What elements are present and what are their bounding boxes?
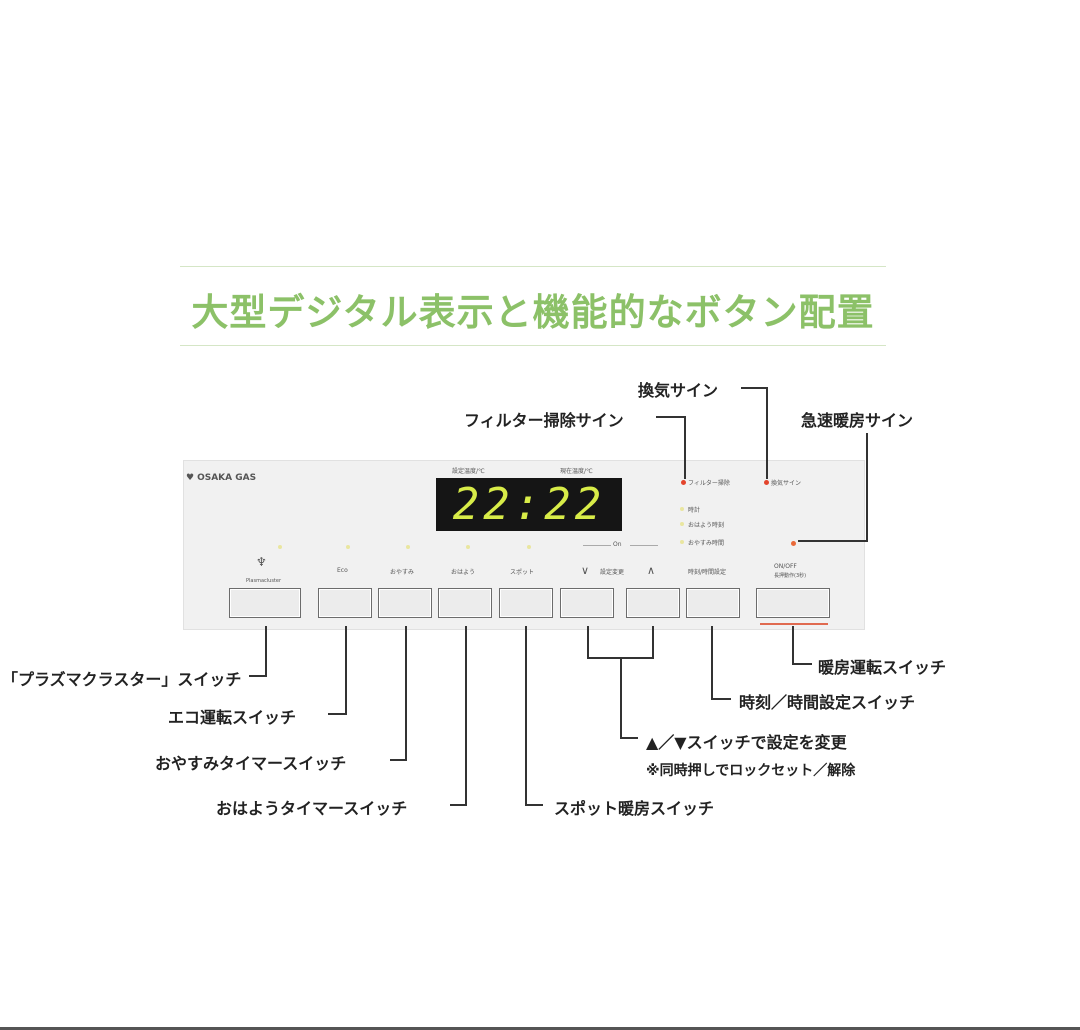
leader-updown-v [620, 657, 622, 739]
heart-icon: ♥ [186, 473, 195, 483]
set-temp-label: 設定温度/℃ [452, 468, 485, 475]
leader-spot-v [525, 626, 527, 806]
plasma-icon: ♆ [256, 555, 267, 569]
leader-ohayou-h [450, 804, 467, 806]
filter-indicator-label: フィルター掃除 [688, 480, 730, 487]
brand-logo: ♥OSAKA GAS [186, 473, 256, 483]
clock-led [680, 507, 684, 511]
ohayou-led [680, 522, 684, 526]
callout-eco: エコ運転スイッチ [168, 708, 297, 727]
leader-ohayou-v [465, 626, 467, 806]
callout-rapid-heating-sign: 急速暖房サイン [801, 411, 914, 430]
leader-rapid-v [866, 433, 868, 542]
leader-spot-h [525, 804, 543, 806]
title-rule-bottom [180, 345, 886, 346]
plasma-button-label: Plasmacluster [246, 578, 282, 584]
leader-rapid-h [798, 540, 868, 542]
eco-button-label: Eco [337, 567, 348, 574]
callout-filter-sign: フィルター掃除サイン [464, 411, 624, 430]
callout-ohayou-timer: おはようタイマースイッチ [216, 799, 408, 818]
leader-clock-h [711, 698, 731, 700]
filter-led [681, 480, 686, 485]
on-label: On [613, 541, 622, 548]
digital-display: 22:22 [436, 478, 622, 531]
brand-name: OSAKA GAS [197, 473, 257, 483]
setting-change-label: 設定変更 [600, 569, 625, 576]
oyasumi-button[interactable] [378, 588, 432, 618]
eco-button[interactable] [318, 588, 372, 618]
page-title: 大型デジタル表示と機能的なボタン配置 [191, 291, 875, 334]
leader-filter-v [684, 416, 686, 479]
callout-plasmacluster: 「プラズマクラスター」スイッチ [2, 670, 242, 689]
spot-led [527, 545, 531, 549]
chevron-down-icon: ∨ [581, 564, 590, 577]
callout-ventilation-sign: 換気サイン [638, 381, 719, 400]
leader-updown-h2 [620, 737, 638, 739]
on-rule-right [630, 545, 658, 546]
leader-heating-v [792, 626, 794, 665]
leader-up-v [652, 626, 654, 659]
leader-filter-h [656, 416, 686, 418]
plasmacluster-button[interactable] [229, 588, 301, 618]
leader-oyasumi-h [390, 759, 407, 761]
current-temp-label: 現在温度/℃ [560, 468, 593, 475]
onoff-button-label: ON/OFF [774, 563, 797, 570]
leader-plasma-v [265, 626, 267, 677]
spot-button[interactable] [499, 588, 553, 618]
on-rule-left [583, 545, 611, 546]
oyasumi-indicator-label: おやすみ時間 [688, 540, 725, 547]
ventilation-indicator-label: 換気サイン [771, 480, 802, 487]
ohayou-btn-led [466, 545, 470, 549]
leader-ventilation-h [741, 387, 768, 389]
clock-setting-button-label: 時刻/時間設定 [688, 569, 727, 576]
oyasumi-btn-led [406, 545, 410, 549]
callout-spot-heating: スポット暖房スイッチ [554, 799, 715, 818]
leader-plasma-h [249, 675, 267, 677]
callout-clock-setting: 時刻／時間設定スイッチ [739, 693, 916, 712]
callout-updown: ▲／▼スイッチで設定を変更 [646, 733, 847, 752]
chevron-up-icon: ∧ [647, 564, 656, 577]
oyasumi-led [680, 540, 684, 544]
bottom-border [0, 1027, 1080, 1030]
up-button[interactable] [626, 588, 680, 618]
leader-eco-v [345, 626, 347, 715]
leader-ventilation-v [766, 387, 768, 479]
ohayou-button[interactable] [438, 588, 492, 618]
clock-setting-button[interactable] [686, 588, 740, 618]
leader-down-v [587, 626, 589, 659]
leader-eco-h [328, 713, 347, 715]
plasma-led [278, 545, 282, 549]
ventilation-led [764, 480, 769, 485]
leader-clock-v [711, 626, 713, 700]
oyasumi-button-label: おやすみ [390, 569, 415, 576]
clock-indicator-label: 時計 [688, 507, 701, 514]
onoff-red-line [760, 623, 828, 625]
rapid-heating-led [791, 541, 796, 546]
callout-updown-note: ※同時押しでロックセット／解除 [646, 763, 856, 779]
leader-heating-h [792, 663, 812, 665]
leader-oyasumi-v [405, 626, 407, 761]
down-button[interactable] [560, 588, 614, 618]
ohayou-indicator-label: おはよう時刻 [688, 522, 725, 529]
callout-oyasumi-timer: おやすみタイマースイッチ [155, 754, 347, 773]
onoff-button-sublabel: 長押動作(3秒) [774, 573, 807, 579]
eco-led [346, 545, 350, 549]
spot-button-label: スポット [510, 569, 535, 576]
onoff-button[interactable] [756, 588, 830, 618]
ohayou-button-label: おはよう [451, 569, 476, 576]
callout-heating-operation: 暖房運転スイッチ [818, 658, 947, 677]
title-rule-top [180, 266, 886, 267]
